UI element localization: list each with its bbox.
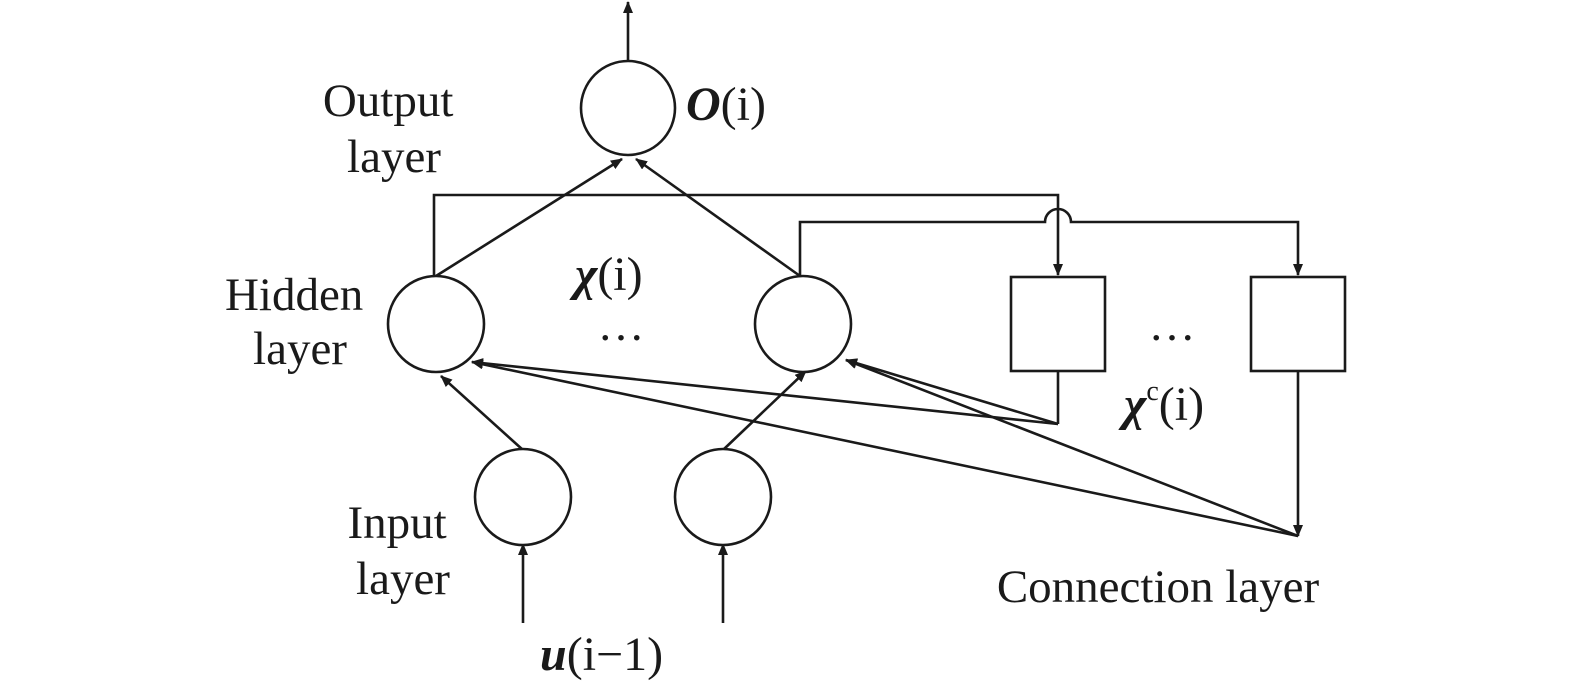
context-node-1 xyxy=(1009,275,1107,373)
output-layer-label: Output layer xyxy=(323,75,465,183)
input-layer-label-line-1: Input xyxy=(348,497,447,549)
hidden-node-left xyxy=(386,274,486,374)
input-layer-label: Input layer xyxy=(348,497,459,605)
hidden-state-label: χ(i) xyxy=(569,248,643,301)
hidden-left-to-context-1-edge xyxy=(432,193,1063,277)
input-layer-label-line-2: layer xyxy=(356,553,450,605)
hidden-ellipsis: … xyxy=(598,299,645,351)
nodes xyxy=(386,59,1347,547)
context-1-to-hidden-left-edge xyxy=(471,358,1059,426)
context-state-arg: (i) xyxy=(1159,378,1204,431)
input-symbol: u xyxy=(540,628,567,681)
context-node-2 xyxy=(1249,275,1347,373)
math-labels: O(i) χ(i) χc(i) u(i−1) xyxy=(540,78,1204,681)
output-arg: (i) xyxy=(721,78,766,131)
context-2-to-hidden-left-edge xyxy=(471,359,1299,538)
context-state-superscript: c xyxy=(1146,376,1158,407)
connection-layer-label: Connection layer xyxy=(997,561,1320,613)
hidden-left-to-output-edge xyxy=(435,157,623,278)
hidden-right-to-context-2-edge xyxy=(798,207,1303,277)
output-node xyxy=(579,59,677,157)
layer-labels: Output layer Hidden layer Input layer Co… xyxy=(225,75,1320,613)
context-state-label: χc(i) xyxy=(1118,376,1204,431)
input-node-right xyxy=(673,447,773,547)
input-left-to-hidden-edge xyxy=(440,375,524,451)
input-arg: (i−1) xyxy=(567,628,663,681)
input-node-left xyxy=(473,447,573,547)
input-symbol-label: u(i−1) xyxy=(540,628,663,681)
output-layer-label-line-1: Output xyxy=(323,75,454,127)
context-state-symbol: χ xyxy=(1118,378,1148,431)
output-symbol-label: O(i) xyxy=(686,78,766,131)
hidden-state-symbol: χ xyxy=(569,248,599,301)
output-symbol: O xyxy=(686,78,721,131)
hidden-layer-label-line-2: layer xyxy=(253,323,347,375)
hidden-right-to-output-edge xyxy=(635,157,801,278)
connections xyxy=(432,1,1303,623)
hidden-layer-label-line-1: Hidden xyxy=(225,269,363,321)
hidden-state-arg: (i) xyxy=(597,248,642,301)
hidden-layer-label: Hidden layer xyxy=(225,269,375,375)
hidden-node-right xyxy=(753,274,853,374)
output-layer-label-line-2: layer xyxy=(347,131,441,183)
context-ellipsis: … xyxy=(1149,299,1196,351)
context-2-to-hidden-right-edge xyxy=(845,358,1299,538)
context-1-to-hidden-right-edge xyxy=(845,358,1059,426)
input-right-to-hidden-edge xyxy=(722,370,807,451)
